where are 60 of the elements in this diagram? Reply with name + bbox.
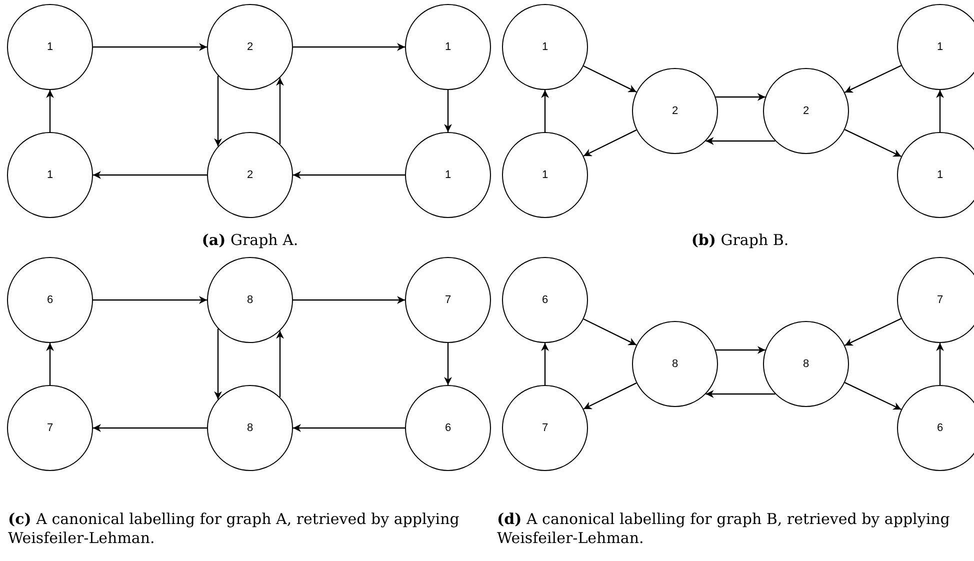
arrow <box>936 343 944 385</box>
arrow <box>706 390 776 398</box>
node-label: 2 <box>246 41 254 53</box>
arrow <box>716 93 766 101</box>
arrow <box>583 65 637 93</box>
arrow <box>583 382 637 410</box>
arrow <box>93 424 207 432</box>
arrow <box>444 90 452 132</box>
arrow <box>93 296 207 304</box>
node-label: 1 <box>46 169 54 181</box>
arrow <box>276 78 284 144</box>
node-label: 7 <box>936 294 944 306</box>
node-label: 6 <box>46 294 54 306</box>
node-label: 1 <box>542 169 548 181</box>
arrow <box>46 90 54 132</box>
node-label: 7 <box>444 294 452 306</box>
arrow <box>716 346 766 354</box>
arrow <box>583 318 637 346</box>
node-label: 1 <box>444 41 452 53</box>
node-label: 6 <box>542 294 548 306</box>
node-label: 1 <box>444 169 452 181</box>
arrow <box>93 171 207 179</box>
node-label: 1 <box>936 41 944 53</box>
node-label: 8 <box>246 422 254 434</box>
figure-caption: (d) A canonical labelling for graph B, retrieved by applying Weisfeiler-Lehman. <box>497 510 951 548</box>
figure-caption: (a) Graph A. <box>200 231 300 250</box>
arrow <box>293 171 405 179</box>
arrow <box>541 343 549 385</box>
arrow <box>46 343 54 385</box>
node-label: 8 <box>672 358 678 370</box>
node-label: 6 <box>936 422 944 434</box>
arrow <box>541 90 549 132</box>
node-label: 1 <box>936 169 944 181</box>
arrow <box>583 129 637 157</box>
arrow <box>844 128 902 158</box>
node-label: 6 <box>444 422 452 434</box>
arrow <box>293 43 405 51</box>
node-label: 7 <box>46 422 54 434</box>
arrow <box>936 90 944 132</box>
figure-caption: (c) A canonical labelling for graph A, retrieved by applying Weisfeiler-Lehman. <box>8 510 460 548</box>
node-label: 2 <box>246 169 254 181</box>
arrow <box>706 137 776 145</box>
arrow <box>844 318 902 346</box>
arrow <box>444 343 452 385</box>
arrow <box>93 43 207 51</box>
node-label: 2 <box>802 105 810 117</box>
node-label: 1 <box>46 41 54 53</box>
arrow <box>276 330 284 398</box>
arrow <box>844 382 902 410</box>
node-label: 7 <box>542 422 548 434</box>
arrow <box>214 76 222 146</box>
node-label: 8 <box>246 294 254 306</box>
figure-caption: (b) Graph B. <box>690 231 790 250</box>
arrow <box>293 424 405 432</box>
node-label: 1 <box>542 41 548 53</box>
arrow <box>293 296 405 304</box>
node-label: 8 <box>802 358 810 370</box>
arrow <box>214 328 222 400</box>
node-label: 2 <box>672 105 678 117</box>
arrow <box>844 64 902 94</box>
